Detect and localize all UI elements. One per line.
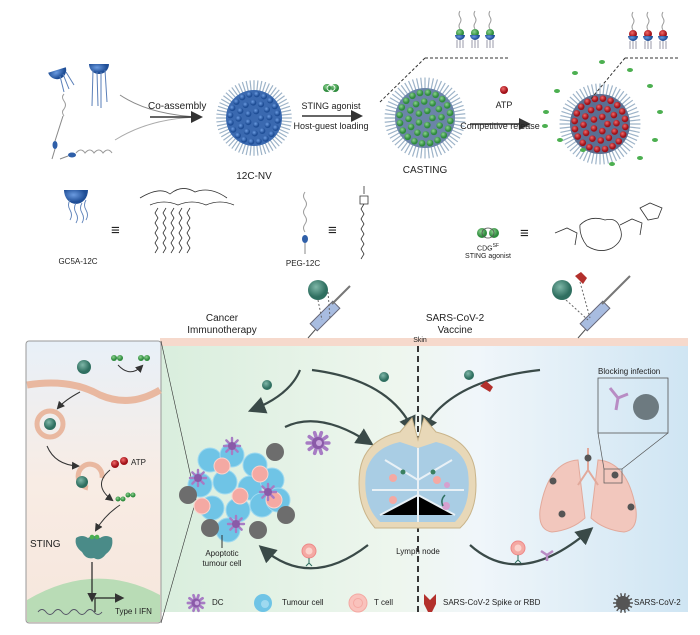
apoptotic-label-line2: tumour cell (202, 559, 242, 568)
transcription-arrow (94, 593, 125, 612)
co-assembly-label: Co-assembly (148, 101, 207, 112)
syringe-vaccine (552, 272, 631, 339)
spike-protein-icon (424, 594, 436, 612)
endosome (34, 408, 66, 440)
equiv-symbol-2: ≡ (328, 222, 337, 239)
cdg-sting-agonist-label: STING agonist (465, 253, 511, 260)
gc5a-structure (139, 188, 235, 254)
equiv-symbol-3: ≡ (520, 225, 529, 242)
lungs (539, 448, 637, 533)
arrow-dc-migration (284, 420, 374, 446)
dc-cell-floating (305, 430, 331, 456)
nanovesicle-migrating-2 (379, 372, 389, 382)
arrow-to-lymph-right (420, 368, 541, 434)
virus-icon (613, 593, 633, 613)
nanovesicle-casting (384, 77, 466, 159)
endocytosis-arrow (56, 391, 81, 410)
t-cell-migrating-vaccine (510, 540, 526, 564)
broken-endosome (75, 461, 105, 491)
gc5a-12c-icon (64, 190, 88, 224)
arrow-to-lymph-left (311, 368, 416, 434)
atp-zoom-detail (589, 11, 678, 101)
syringe-cancer (307, 280, 351, 339)
sting-protein-icon (75, 534, 113, 560)
merge-line-bottom (114, 116, 201, 141)
arrow-to-tumour (247, 369, 302, 414)
inset-sting-label: STING (30, 539, 61, 550)
legend-dc-label: DC (212, 598, 224, 607)
competitive-release-label: Competitive release (460, 121, 540, 131)
inset-connector-top (160, 340, 197, 501)
peg-12c-structure (359, 186, 369, 260)
gc5a-icon-1 (48, 67, 75, 93)
release-arrow-inset (101, 469, 114, 502)
lymph-node-label: Lymph node (396, 547, 440, 556)
vaccine-title-line2: Vaccine (437, 325, 473, 336)
legend-tcell-label: T cell (374, 598, 393, 607)
skin-band (160, 338, 688, 346)
casting-label: CASTING (402, 165, 448, 176)
cell-membrane (26, 379, 162, 404)
dna-icon (37, 609, 103, 615)
inset-panel (25, 340, 162, 624)
cdg-sf-structure (554, 202, 663, 251)
sting-agonist-icon (323, 84, 339, 92)
dc-cell-icon (186, 593, 206, 613)
t-cell-icon (348, 593, 368, 613)
nanovesicle-atp-loaded (559, 83, 641, 165)
legend-tumour-label: Tumour cell (282, 598, 324, 607)
arrow-to-lungs (469, 527, 594, 566)
atp-arrow-label: ATP (495, 100, 513, 110)
atp-molecule-icon (500, 86, 508, 94)
arrow-tcell-return (258, 544, 369, 570)
blocking-infection-label: Blocking infection (598, 367, 661, 376)
inset-agonist-complex (111, 355, 150, 374)
binding-arrow (94, 504, 121, 532)
escape-arrow (46, 445, 80, 470)
host-guest-loading-label: Host-guest loading (293, 121, 369, 131)
vaccine-title-line1: SARS-CoV-2 (425, 313, 485, 324)
inset-ifn-label: Type I IFN (115, 607, 152, 616)
cdg-superscript: SF (492, 243, 499, 249)
lymph-node (358, 416, 477, 529)
nanovesicle-12c-nv (216, 80, 292, 156)
peg-icon-1 (51, 93, 66, 160)
antibody-migrating (540, 549, 554, 561)
legend-virus-label: SARS-CoV-2 (634, 598, 681, 607)
nanovesicle-migrating-3 (464, 370, 474, 380)
blocking-infection-box (597, 377, 669, 470)
tumour-cell-icon (254, 594, 272, 612)
sting-agonist-arrow-label: STING agonist (301, 101, 361, 111)
peg-icon-2 (59, 149, 113, 160)
gc5a-icon-2 (89, 64, 109, 108)
peg-12c-label: PEG-12C (285, 259, 321, 268)
inset-nanovesicle (77, 360, 91, 374)
tumour-cluster (179, 436, 295, 543)
cancer-title-line2: Immunotherapy (187, 325, 257, 336)
gc5a-12c-label: GC5A-12C (58, 257, 98, 266)
inset-connector-bottom (160, 499, 197, 624)
equiv-symbol-1: ≡ (111, 222, 120, 239)
cancer-title-line1: Cancer (205, 313, 239, 324)
skin-label: Skin (413, 337, 427, 344)
apoptotic-label-line1: Apoptotic (205, 549, 239, 558)
spike-migrating (480, 381, 493, 392)
cdg-label: CDGSF (477, 243, 499, 252)
nanovesicle-migrating-1 (262, 380, 272, 390)
legend-spike-label: SARS-CoV-2 Spike or RBD (443, 598, 541, 607)
cdg-sf-icon (477, 227, 499, 239)
inset-atp-label: ATP (131, 458, 146, 467)
peg-12c-icon (302, 191, 308, 254)
12c-nv-label: 12C-NV (236, 171, 272, 182)
inset-atp-icon (111, 457, 128, 468)
cdg-name: CDG (477, 245, 493, 253)
released-agonists (542, 60, 663, 166)
t-cell-migrating-cancer (301, 543, 317, 567)
casting-zoom-detail (379, 10, 508, 103)
released-agonist-inset (115, 492, 136, 502)
